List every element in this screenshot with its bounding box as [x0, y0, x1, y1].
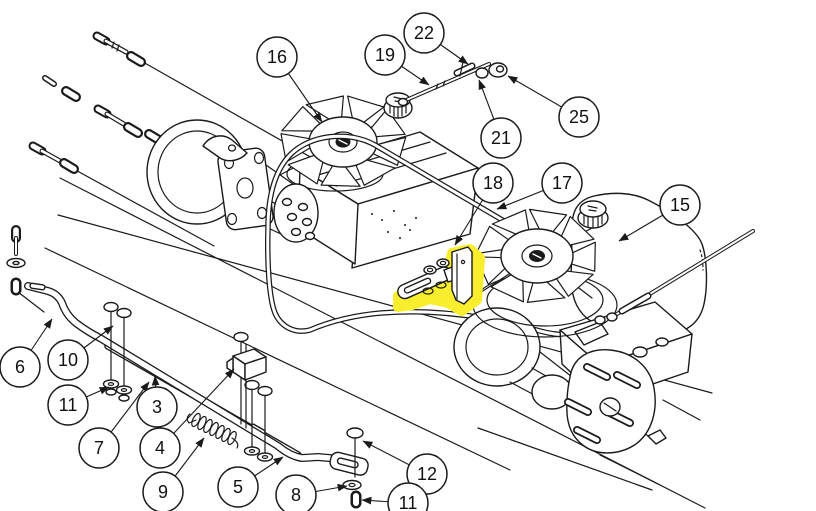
reservoir-cap-right — [577, 200, 609, 229]
callout-label: 10 — [58, 350, 78, 370]
callout-15: 15 — [618, 184, 701, 242]
left-wheel-motor — [146, 119, 319, 243]
right-fan — [471, 208, 601, 303]
callout-label: 5 — [233, 477, 243, 497]
callout-label: 18 — [483, 173, 503, 193]
callout-7: 7 — [78, 381, 150, 469]
callout-17: 17 — [496, 162, 583, 210]
callout-11-bottom: 11 — [361, 482, 429, 511]
callout-6: 6 — [0, 318, 53, 388]
shoulder-bolts-middle — [243, 379, 274, 462]
extension-spring — [186, 412, 239, 449]
left-bolt-washer-nut — [6, 225, 26, 296]
left-transaxle — [146, 92, 479, 269]
callout-label: 19 — [375, 45, 395, 65]
callout-8: 8 — [275, 474, 348, 511]
right-transaxle — [453, 192, 755, 454]
steering-rod-left — [397, 61, 508, 107]
brake-arm — [202, 135, 248, 162]
housing-speckle — [371, 210, 417, 239]
callout-label: 25 — [569, 107, 589, 127]
steering-rod-right — [606, 229, 755, 322]
callout-label: 12 — [417, 464, 437, 484]
callout-5: 5 — [217, 456, 284, 508]
wheel-hub — [539, 349, 667, 454]
reservoir-cap-left — [383, 92, 413, 119]
callout-21: 21 — [478, 79, 522, 159]
lower-linkage — [24, 282, 369, 509]
callout-19: 19 — [364, 34, 430, 86]
callout-11-left: 11 — [47, 384, 110, 426]
callouts: 16 19 22 21 25 18 17 15 — [0, 12, 701, 511]
callout-label: 11 — [59, 395, 78, 415]
callout-label: 3 — [152, 397, 162, 417]
callout-22: 22 — [403, 12, 469, 65]
callout-25: 25 — [507, 75, 600, 138]
callout-12: 12 — [362, 440, 448, 495]
callout-9: 9 — [142, 437, 205, 511]
callout-label: 11 — [399, 493, 418, 511]
trunnion-assembly — [226, 331, 267, 429]
callout-18: 18 — [454, 162, 514, 246]
axle-key — [647, 429, 667, 445]
callout-label: 22 — [414, 23, 434, 43]
shoulder-bolts-left — [102, 301, 133, 402]
callout-label: 15 — [670, 195, 690, 215]
callout-label: 21 — [491, 128, 511, 148]
callout-label: 4 — [155, 438, 165, 458]
callout-label: 16 — [267, 47, 287, 67]
callout-label: 6 — [15, 357, 25, 377]
callout-16: 16 — [256, 36, 323, 123]
callout-4: 4 — [139, 368, 235, 469]
callout-label: 17 — [552, 173, 572, 193]
callout-label: 9 — [158, 482, 168, 502]
callout-label: 8 — [291, 485, 301, 505]
callout-label: 7 — [94, 438, 104, 458]
mount-bolt-sets — [28, 31, 164, 174]
callout-3: 3 — [136, 375, 178, 428]
highlighted-part-18 — [393, 244, 485, 316]
callout-10: 10 — [47, 325, 114, 381]
left-fan — [277, 95, 413, 187]
